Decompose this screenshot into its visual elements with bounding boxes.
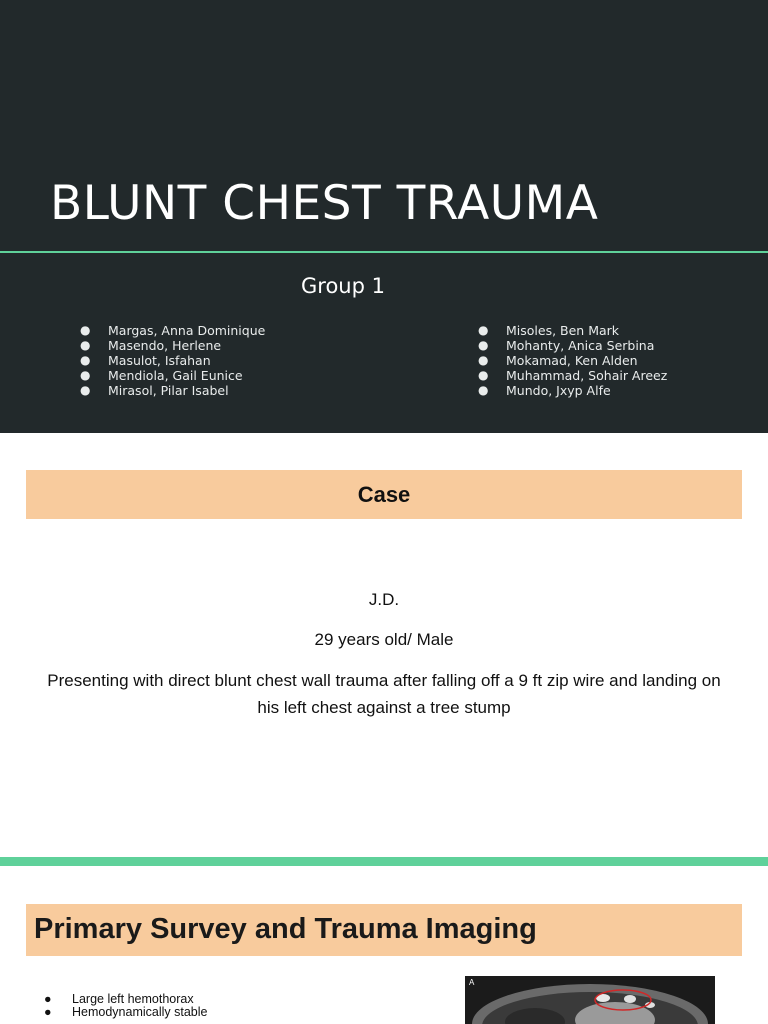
case-banner: Case — [26, 470, 742, 519]
member-list-right: ●Misoles, Ben Mark ●Mohanty, Anica Serbi… — [478, 323, 667, 398]
ct-scan-image: A — [465, 976, 715, 1024]
case-heading: Case — [357, 481, 411, 507]
bullet-icon: ● — [80, 353, 91, 367]
list-item: ●Misoles, Ben Mark — [478, 323, 620, 338]
ct-scan-graphic — [465, 976, 715, 1024]
bullet-icon: ● — [44, 992, 52, 1006]
findings-list: ●Large left hemothorax ●Hemodynamically … — [44, 993, 207, 1019]
list-item: ●Muhammad, Sohair Areez — [478, 368, 668, 383]
bullet-icon: ● — [80, 323, 91, 337]
bullet-icon: ● — [478, 353, 489, 367]
primary-survey-banner: Primary Survey and Trauma Imaging — [26, 904, 742, 956]
list-item: ●Mokamad, Ken Alden — [478, 353, 638, 368]
slide-title: BLUNT CHEST TRAUMA — [50, 176, 599, 231]
member-list-left: ●Margas, Anna Dominique ●Masendo, Herlen… — [80, 323, 265, 398]
list-item: ●Masulot, Isfahan — [80, 353, 211, 368]
patient-id: J.D. — [368, 590, 400, 609]
bullet-icon: ● — [80, 338, 91, 352]
bullet-icon: ● — [478, 323, 489, 337]
slide-divider — [0, 857, 768, 866]
list-item: ●Large left hemothorax — [44, 992, 194, 1006]
image-panel-label: A — [469, 978, 475, 987]
list-item: ●Mundo, Jxyp Alfe — [478, 383, 611, 398]
bullet-icon: ● — [80, 368, 91, 382]
list-item: ●Margas, Anna Dominique — [80, 323, 266, 338]
group-label: Group 1 — [301, 274, 385, 298]
bullet-icon: ● — [80, 383, 91, 397]
primary-survey-heading: Primary Survey and Trauma Imaging — [34, 913, 537, 945]
case-description: Presenting with direct blunt chest wall … — [47, 671, 721, 717]
case-slide: Case J.D. 29 years old/ Male Presenting … — [0, 433, 768, 857]
bullet-icon: ● — [478, 368, 489, 382]
primary-survey-slide: Primary Survey and Trauma Imaging ●Large… — [0, 866, 768, 1024]
list-item: ●Mohanty, Anica Serbina — [478, 338, 655, 353]
list-item: ●Hemodynamically stable — [44, 1005, 208, 1019]
list-item: ●Masendo, Herlene — [80, 338, 222, 353]
bullet-icon: ● — [478, 338, 489, 352]
list-item: ●Mirasol, Pilar Isabel — [80, 383, 229, 398]
title-divider — [0, 251, 768, 253]
bullet-icon: ● — [44, 1005, 52, 1019]
patient-age-sex: 29 years old/ Male — [314, 630, 454, 649]
bullet-icon: ● — [478, 383, 489, 397]
list-item: ●Mendiola, Gail Eunice — [80, 368, 243, 383]
title-slide: BLUNT CHEST TRAUMA Group 1 ●Margas, Anna… — [0, 0, 768, 433]
